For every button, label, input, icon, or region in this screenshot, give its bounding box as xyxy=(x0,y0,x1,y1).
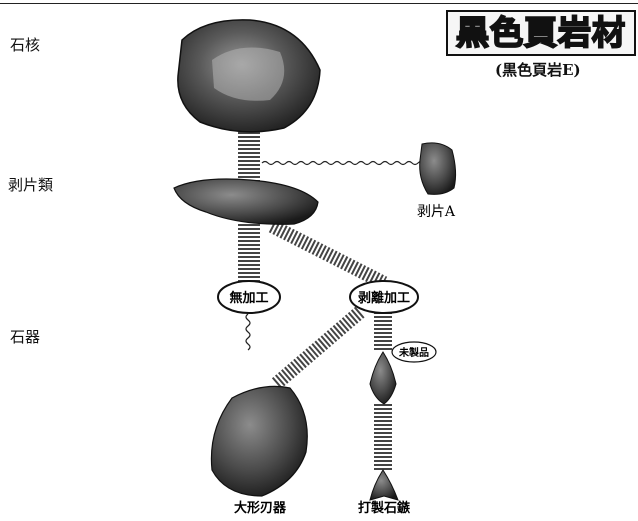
material-subtitle: (黒色頁岩E) xyxy=(495,61,581,79)
specimen-label-arrowhead: 打製石鏃 xyxy=(358,500,411,516)
unfinished-product-image xyxy=(369,351,397,405)
process-label-unprocessed: 無加工 xyxy=(229,290,268,306)
core-stone-highlight xyxy=(212,47,285,101)
arrowhead-image xyxy=(369,469,399,501)
material-title-box: 黒色頁岩材 xyxy=(446,10,636,56)
process-oval-unprocessed: 無加工 xyxy=(217,280,281,314)
specimen-label-large-blade: 大形刃器 xyxy=(234,500,287,516)
process-label-retouched: 剥離加工 xyxy=(358,290,410,306)
specimen-label-flake-a: 剥片A xyxy=(417,204,456,220)
wavy-connector-flake-a xyxy=(261,160,431,166)
stage-label-tools: 石器 xyxy=(10,328,41,346)
stage-label-flakes: 剥片類 xyxy=(8,176,54,194)
top-rule xyxy=(0,3,638,4)
connector-retouched-to-unfinished xyxy=(374,312,392,352)
connector-core-to-flakes xyxy=(238,128,260,183)
material-title: 黒色頁岩材 xyxy=(455,12,626,53)
process-oval-unfinished: 未製品 xyxy=(391,341,437,363)
stage-label-core: 石核 xyxy=(10,36,41,54)
process-oval-retouched: 剥離加工 xyxy=(349,280,419,314)
flake-stone-image xyxy=(173,178,319,225)
connector-retouched-to-blade xyxy=(271,306,365,390)
process-label-unfinished: 未製品 xyxy=(398,346,429,359)
large-blade-image xyxy=(210,385,308,497)
connector-flakes-to-unprocessed xyxy=(238,222,260,282)
flake-a-image xyxy=(419,142,457,195)
wavy-line-unprocessed xyxy=(245,313,251,351)
connector-unfinished-to-arrowhead xyxy=(374,404,392,470)
connector-flakes-to-retouched xyxy=(268,219,388,290)
